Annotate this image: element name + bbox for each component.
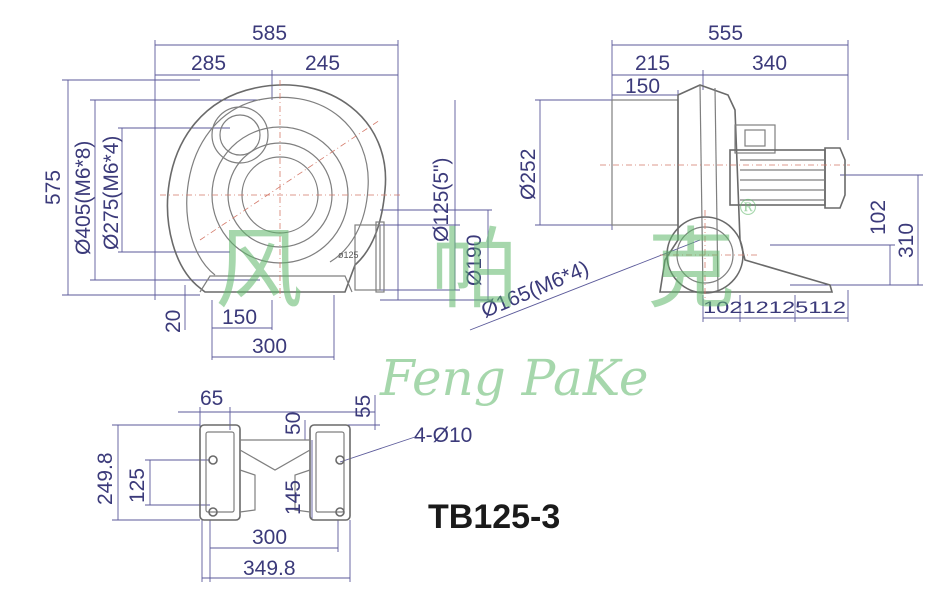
side-length-left: 215 — [635, 52, 670, 75]
slot-right-dim: 55 — [352, 395, 375, 418]
total-height-dim: 310 — [895, 223, 918, 258]
foot-width-dim: 65 — [200, 387, 223, 410]
base-width-inner: 300 — [252, 526, 287, 549]
front-width-right: 245 — [305, 52, 340, 75]
base-height-total: 249.8 — [94, 452, 117, 505]
watermark-registered: ® — [737, 196, 759, 221]
slot-length-dim: 145 — [282, 480, 305, 515]
base-width-total: 349.8 — [243, 557, 296, 580]
side-length-right: 340 — [752, 52, 787, 75]
base-dimension-lines — [112, 395, 416, 582]
blower-housing-side — [600, 84, 850, 300]
front-height-total: 575 — [42, 170, 65, 205]
side-length-total: 555 — [708, 22, 743, 45]
outlet-body-dim: Ø190 — [463, 235, 486, 286]
holes-dim: 4-Ø10 — [414, 424, 472, 447]
watermark-english: Feng PaKe — [379, 349, 648, 407]
base-outer-dim: 300 — [252, 335, 287, 358]
base-view: 65 50 55 4-Ø10 249.8 125 145 300 349.8 — [94, 387, 472, 582]
front-width-left: 285 — [191, 52, 226, 75]
watermark-chinese: 风 帕 克 — [215, 218, 735, 321]
front-width-total: 585 — [252, 22, 287, 45]
side-base-dims: 10212125112 — [703, 298, 846, 317]
inlet-depth-dim: 150 — [625, 75, 660, 98]
outlet-small-label: ø125 — [338, 250, 359, 260]
base-frame — [199, 424, 351, 521]
center-height-dim: 102 — [867, 200, 890, 235]
blower-housing-front: ø125 — [160, 80, 400, 300]
front-view: ø125 585 285 245 575 Ø405(M6*8) Ø275(M6*… — [42, 22, 492, 360]
housing-dia-dim: Ø252 — [517, 149, 540, 200]
outlet-dia-dim: Ø125(5") — [430, 158, 453, 243]
model-number: TB125-3 — [428, 498, 560, 536]
base-height-inner: 125 — [126, 468, 149, 503]
watermark: 风 帕 克 ® Feng PaKe — [215, 196, 759, 407]
flange-inner-dim: Ø275(M6*4) — [100, 136, 123, 250]
slot-top-dim: 50 — [282, 412, 305, 435]
front-dimension-lines — [62, 40, 492, 360]
flange-outer-dim: Ø405(M6*8) — [72, 141, 95, 255]
side-dimension-lines — [469, 40, 923, 331]
base-offset-dim: 20 — [162, 310, 185, 333]
base-inner-dim: 150 — [222, 306, 257, 329]
